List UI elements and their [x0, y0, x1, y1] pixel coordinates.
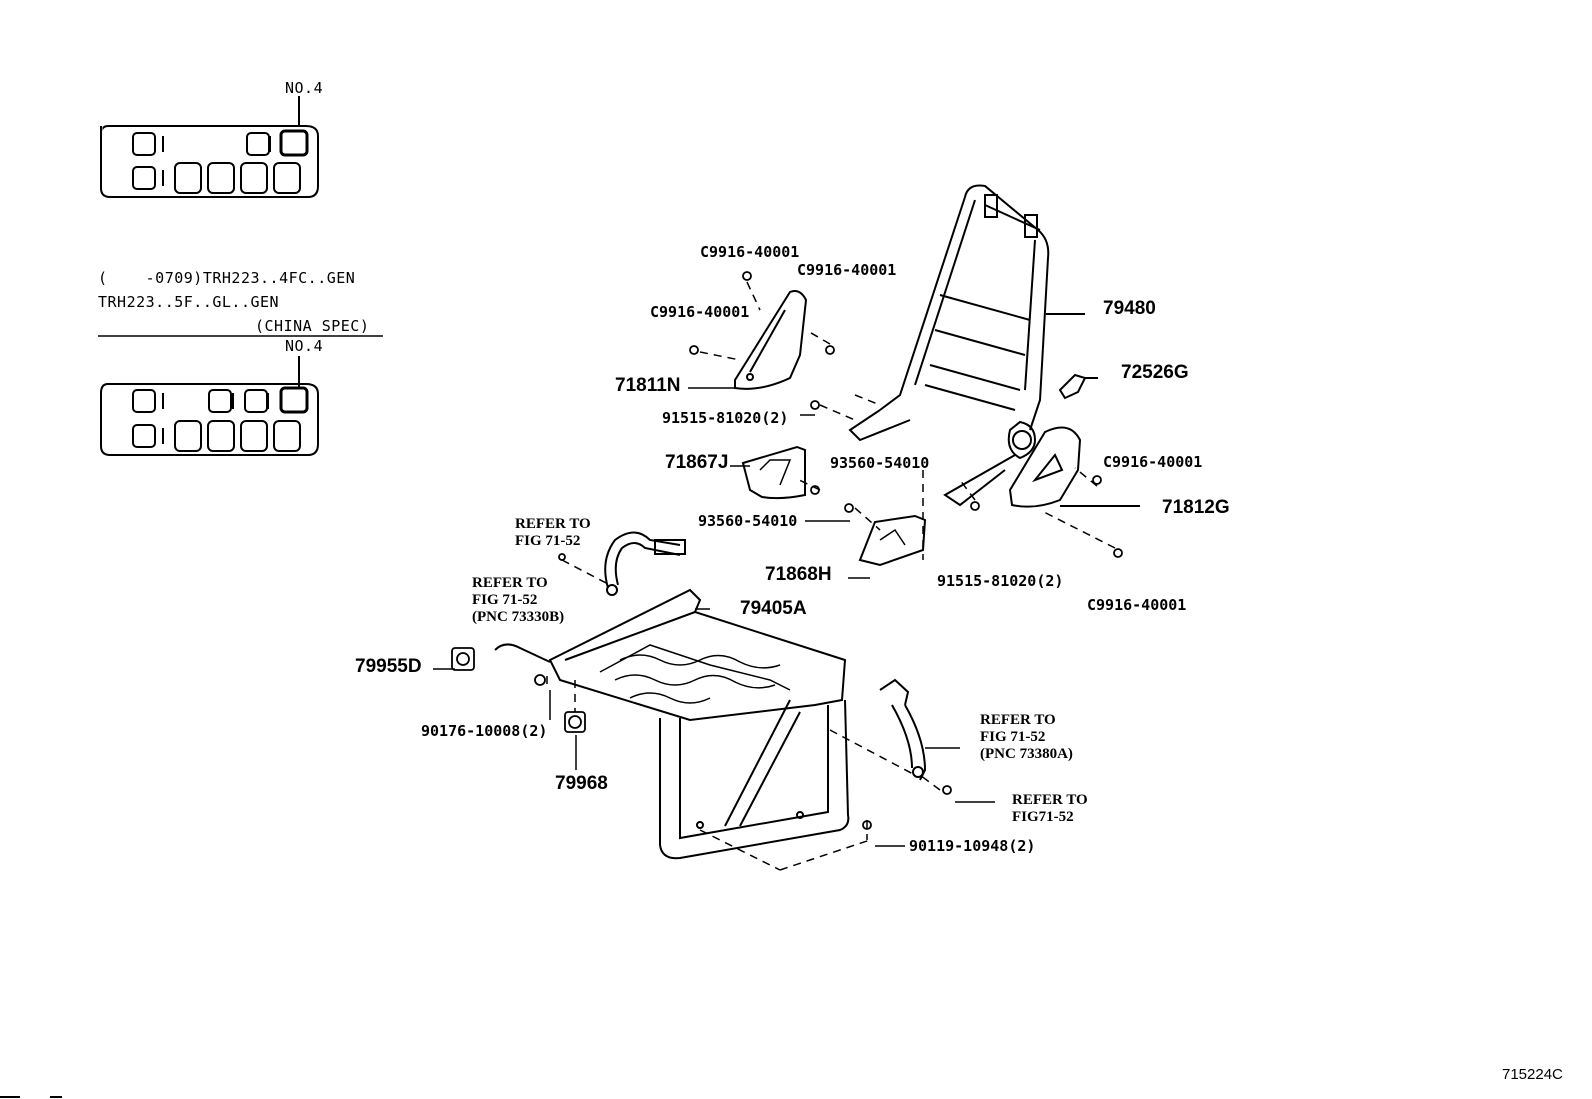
applicability-line-2: TRH223..5F..GL..GEN — [98, 293, 280, 311]
seat-layout-inset-bottom — [98, 335, 383, 456]
inset-bottom-position-label: NO.4 — [285, 337, 324, 355]
reference-2-line-1: REFER TO — [472, 575, 548, 591]
reference-2: REFER TO FIG 71-52 (PNC 73330B) — [472, 575, 564, 626]
seat-layout-inset-top — [99, 96, 319, 198]
seat-back-frame — [848, 184, 1085, 507]
reference-4-line-2: FIG71-52 — [1012, 809, 1074, 825]
part-label-91515-a: 91515-81020(2) — [662, 409, 789, 427]
part-label-79968: 79968 — [555, 773, 608, 794]
part-label-93560-b: 93560-54010 — [698, 512, 798, 530]
part-label-72526G: 72526G — [1121, 362, 1189, 383]
part-label-c9916-d: C9916-40001 — [1103, 453, 1203, 471]
part-label-71867J: 71867J — [665, 452, 729, 473]
shield-71811N — [734, 290, 808, 390]
part-label-79955D: 79955D — [355, 656, 422, 677]
applicability-line-1: ( -0709)TRH223..4FC..GEN — [98, 269, 356, 287]
part-label-c9916-a: C9916-40001 — [700, 243, 800, 261]
seat-belt-lower — [879, 678, 927, 781]
part-label-c9916-c: C9916-40001 — [650, 303, 750, 321]
part-label-90119: 90119-10948(2) — [909, 837, 1036, 855]
part-label-79405A: 79405A — [740, 598, 807, 619]
reference-2-line-3: (PNC 73330B) — [472, 609, 565, 625]
part-label-71812G: 71812G — [1162, 497, 1230, 518]
part-label-c9916-b: C9916-40001 — [797, 261, 897, 279]
cover-71868H — [858, 514, 927, 567]
cap-72526G — [1058, 373, 1087, 400]
seat-belt-upper — [604, 531, 686, 596]
reference-1-line-2: FIG 71-52 — [515, 533, 581, 549]
part-label-93560-a: 93560-54010 — [830, 454, 930, 472]
figure-id: 715224C — [1502, 1066, 1563, 1083]
leader-lines — [433, 387, 995, 847]
part-label-71868H: 71868H — [765, 564, 832, 585]
reference-4: REFER TO FIG71-52 — [1012, 792, 1088, 826]
reference-2-line-2: FIG 71-52 — [472, 592, 538, 608]
part-label-90176: 90176-10008(2) — [421, 722, 548, 740]
inset-top-position-label: NO.4 — [285, 79, 324, 97]
reference-4-line-1: REFER TO — [1012, 792, 1088, 808]
part-label-79480: 79480 — [1103, 298, 1156, 319]
reference-3-line-1: REFER TO — [980, 712, 1056, 728]
assembly-lines — [546, 281, 1116, 871]
part-label-71811N: 71811N — [615, 375, 681, 396]
part-label-c9916-e: C9916-40001 — [1087, 596, 1187, 614]
reference-1: REFER TO FIG 71-52 — [515, 516, 591, 550]
seat-cushion-frame — [494, 588, 850, 860]
reference-3-line-3: (PNC 73380A) — [980, 746, 1073, 762]
applicability-line-3: (CHINA SPEC) — [255, 317, 370, 335]
part-label-91515-b: 91515-81020(2) — [937, 572, 1064, 590]
reference-3-line-2: FIG 71-52 — [980, 729, 1046, 745]
reference-1-line-1: REFER TO — [515, 516, 591, 532]
shield-71812G — [1008, 426, 1140, 508]
reference-3: REFER TO FIG 71-52 (PNC 73380A) — [980, 712, 1073, 763]
cover-71867J — [741, 445, 806, 500]
